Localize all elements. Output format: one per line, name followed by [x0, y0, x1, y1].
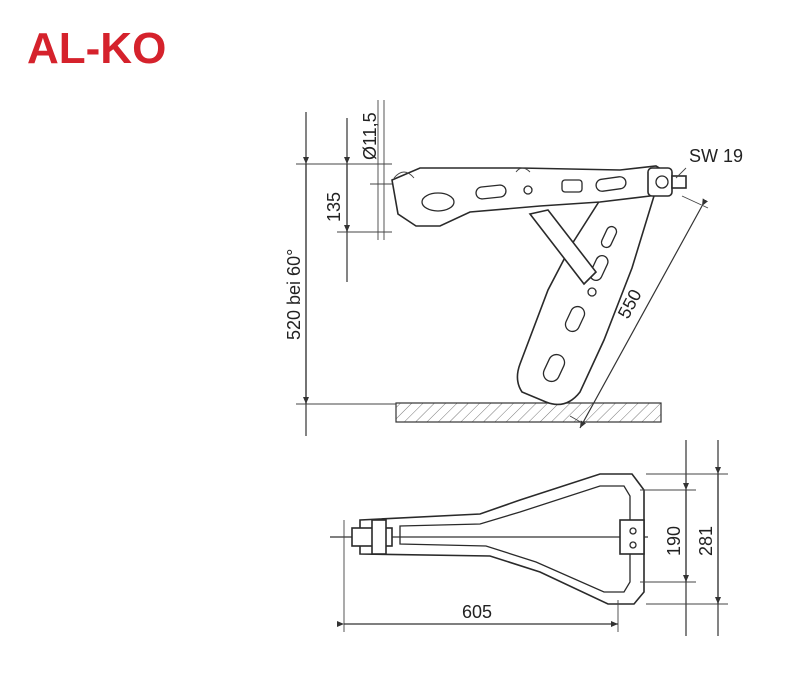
top-length-dimension-label: 605: [462, 602, 492, 622]
side-view: 520 bei 60° 135 Ø11,5: [284, 100, 743, 436]
top-view: 605 190 281: [330, 440, 728, 636]
diameter-dimension: Ø11,5: [360, 100, 392, 240]
brand-logo: AL-KO: [22, 18, 224, 73]
height-dimension-label: 520 bei 60°: [284, 249, 304, 340]
inner-width-dimension: 190: [640, 440, 696, 636]
outer-width-dimension-label: 281: [696, 526, 716, 556]
crank-block: [619, 519, 645, 555]
brand-logo-text: AL-KO: [27, 24, 166, 73]
wrench-size-callout: SW 19: [675, 146, 743, 179]
diameter-dimension-label: Ø11,5: [360, 112, 380, 160]
offset-dimension-label: 135: [324, 192, 344, 222]
offset-dimension: 135: [324, 118, 392, 282]
top-length-dimension: 605: [337, 520, 619, 632]
inner-width-dimension-label: 190: [664, 526, 684, 556]
wrench-size-label: SW 19: [689, 146, 743, 166]
ground-plate: [395, 402, 662, 423]
outer-width-dimension: 281: [646, 440, 728, 636]
crank-end: [372, 167, 687, 197]
